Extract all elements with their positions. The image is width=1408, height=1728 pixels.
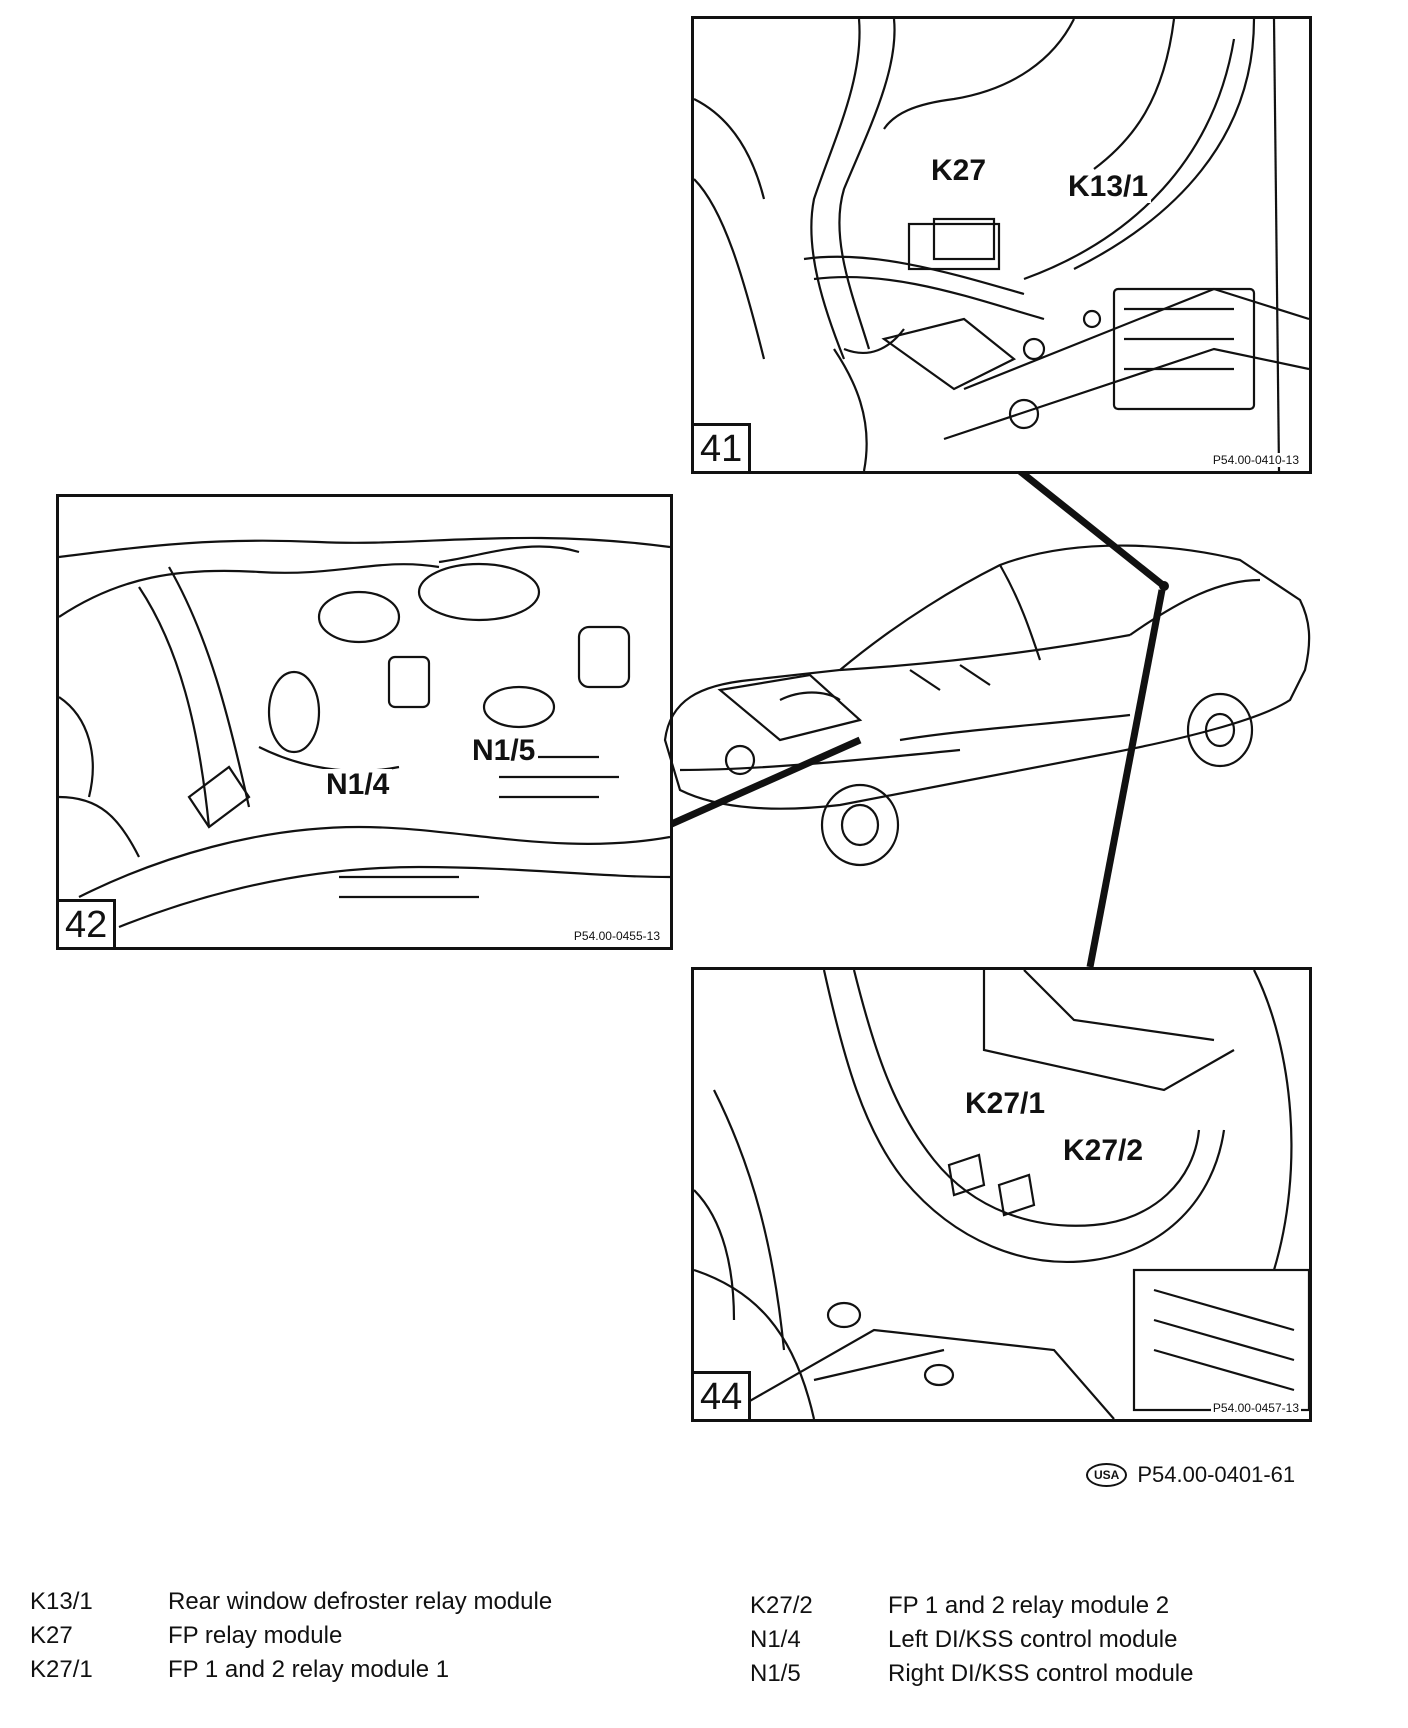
legend-code: K13/1 <box>30 1588 93 1615</box>
figure-code: P54.00-0401-61 <box>1137 1462 1296 1487</box>
callout-k27-2: K27/2 <box>1060 1135 1147 1167</box>
legend-description: FP relay module <box>168 1622 343 1649</box>
panel-44: K27/1 K27/2 44 P54.00-0457-13 <box>691 967 1312 1422</box>
leader-line-44 <box>1086 589 1166 968</box>
legend-row: K13/1 Rear window defroster relay module <box>30 1588 552 1622</box>
leader-line-42 <box>665 736 862 830</box>
panel-42: N1/4 N1/5 42 P54.00-0455-13 <box>56 494 673 950</box>
panel-42-illustration <box>59 536 670 929</box>
callout-n1-4: N1/4 <box>323 769 393 801</box>
panel-44-illustration <box>694 970 1309 1419</box>
image-code: P54.00-0455-13 <box>571 929 662 943</box>
panel-41: K27 K13/1 41 P54.00-0410-13 <box>691 16 1312 474</box>
callout-k13-1: K13/1 <box>1065 171 1152 203</box>
callout-k27-1: K27/1 <box>962 1088 1049 1120</box>
callout-n1-5: N1/5 <box>469 735 539 767</box>
panel-number: 44 <box>694 1371 752 1419</box>
legend-code: N1/4 <box>750 1626 801 1653</box>
legend-description: FP 1 and 2 relay module 2 <box>888 1592 1170 1619</box>
legend-description: Left DI/KSS control module <box>888 1626 1178 1653</box>
leader-line-41 <box>1013 465 1167 589</box>
callout-k27: K27 <box>928 155 990 187</box>
panel-41-illustration <box>694 19 1309 471</box>
legend-code: K27/2 <box>750 1592 813 1619</box>
legend-column-right: K27/2 FP 1 and 2 relay module 2 N1/4 Left … <box>750 1592 1193 1694</box>
legend-row: K27/2 FP 1 and 2 relay module 2 <box>750 1592 1193 1626</box>
legend-code: N1/5 <box>750 1660 801 1687</box>
image-code: P54.00-0410-13 <box>1210 453 1301 467</box>
legend-row: K27/1 FP 1 and 2 relay module 1 <box>30 1656 552 1690</box>
legend-description: Right DI/KSS control module <box>888 1660 1194 1687</box>
car-illustration <box>663 544 1311 867</box>
legend-code: K27/1 <box>30 1656 93 1683</box>
leader-origin-dot <box>1159 581 1169 591</box>
legend-description: FP 1 and 2 relay module 1 <box>168 1656 450 1683</box>
panel-number: 42 <box>59 899 117 947</box>
panel-number: 41 <box>694 423 752 471</box>
usa-badge: USA <box>1086 1463 1128 1487</box>
legend-code: K27 <box>30 1622 73 1649</box>
legend-row: N1/4 Left DI/KSS control module <box>750 1626 1193 1660</box>
legend-row: K27 FP relay module <box>30 1622 552 1656</box>
image-code: P54.00-0457-13 <box>1210 1401 1301 1415</box>
legend-description: Rear window defroster relay module <box>168 1588 553 1615</box>
figure-reference: USA P54.00-0401-61 <box>1086 1462 1295 1488</box>
legend-row: N1/5 Right DI/KSS control module <box>750 1660 1193 1694</box>
